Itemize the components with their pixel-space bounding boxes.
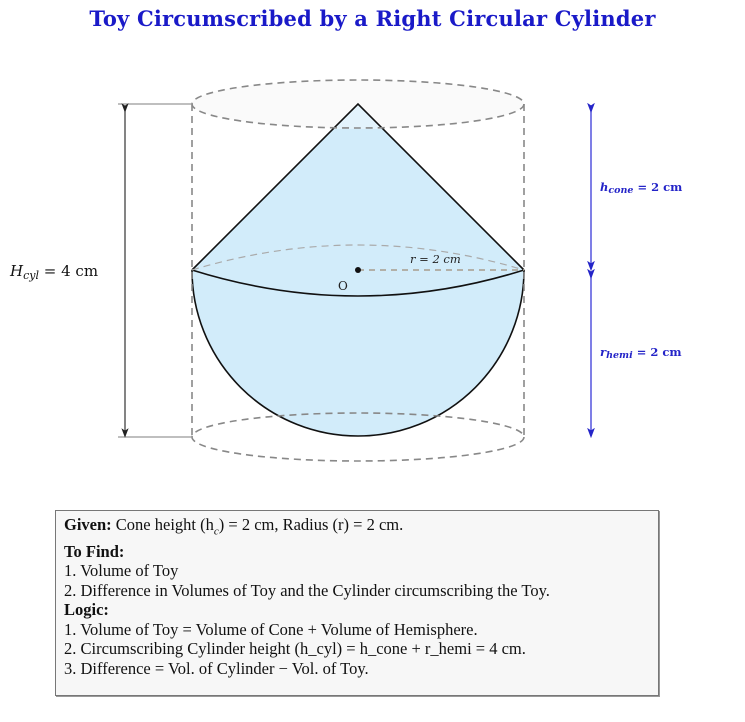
logic-item: 2. Circumscribing Cylinder height (h_cyl… xyxy=(64,639,526,659)
logic-heading: Logic: xyxy=(64,600,109,620)
cylinder-height-label: Hcyl = 4 cm xyxy=(9,262,98,282)
diagram-title: Toy Circumscribed by a Right Circular Cy… xyxy=(89,6,656,31)
center-point xyxy=(355,267,361,273)
cone-height-label: hcone = 2 cm xyxy=(600,180,682,196)
find-item: 1. Volume of Toy xyxy=(64,561,179,581)
toy-cylinder-diagram: r = 2 cm O Hcyl = 4 cm hcone = 2 cm rhem… xyxy=(9,79,682,462)
given-line: Given: Cone height (hc) = 2 cm, Radius (… xyxy=(64,515,404,538)
equator-back xyxy=(191,244,525,271)
cone-outline xyxy=(191,102,525,271)
radius-label: r = 2 cm xyxy=(410,252,461,266)
find-item: 2. Difference in Volumes of Toy and the … xyxy=(64,580,550,600)
find-heading: To Find: xyxy=(64,541,125,561)
logic-item: 3. Difference = Vol. of Cylinder − Vol. … xyxy=(64,658,369,678)
logic-item: 1. Volume of Toy = Volume of Cone + Volu… xyxy=(64,619,478,639)
hemi-radius-label: rhemi = 2 cm xyxy=(600,345,682,361)
hemisphere-outline xyxy=(191,269,525,437)
equator-front xyxy=(191,269,525,297)
center-label: O xyxy=(338,279,348,293)
given-heading: Given: xyxy=(64,515,112,534)
info-box: Given: Cone height (hc) = 2 cm, Radius (… xyxy=(55,510,659,696)
